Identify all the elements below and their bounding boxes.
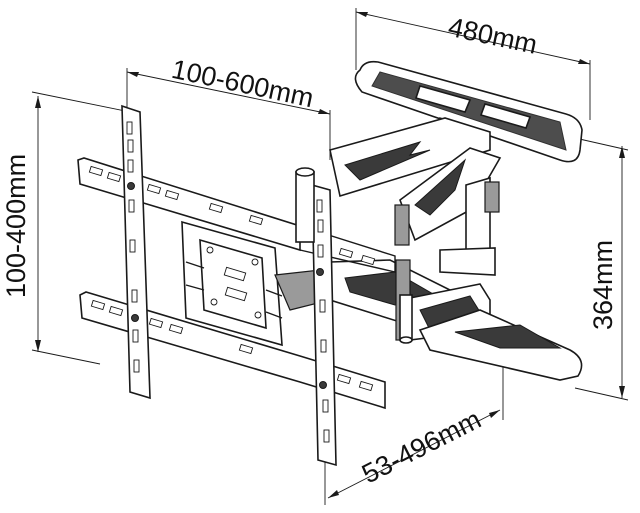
label-480mm: 480mm bbox=[446, 12, 540, 60]
horizontal-rail-bottom bbox=[79, 291, 386, 410]
vertical-bar-right bbox=[311, 183, 337, 467]
dimension-100-400mm: 100-400mm bbox=[1, 91, 131, 365]
upper-arm bbox=[329, 117, 502, 256]
label-100-400mm: 100-400mm bbox=[1, 154, 31, 298]
label-100-600mm: 100-600mm bbox=[169, 54, 316, 113]
label-53-496mm: 53-496mm bbox=[357, 404, 486, 489]
label-364mm: 364mm bbox=[588, 240, 618, 330]
dimension-100-600mm: 100-600mm bbox=[126, 54, 331, 160]
dimension-364mm: 364mm bbox=[574, 137, 629, 401]
rail-slots-bottom bbox=[90, 299, 374, 392]
arm-pivot-posts bbox=[295, 167, 413, 344]
rail-slots-top bbox=[88, 165, 376, 266]
lower-wall-arm bbox=[418, 309, 583, 381]
vertical-bar-right-slots bbox=[316, 199, 330, 443]
vertical-bar-left bbox=[121, 104, 151, 400]
vertical-bar-left-slots bbox=[126, 121, 140, 373]
